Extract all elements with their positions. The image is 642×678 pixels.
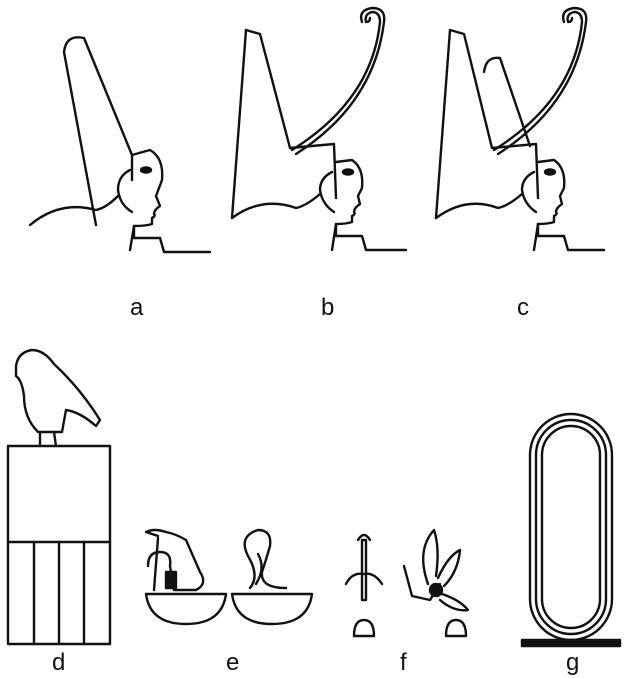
- cartouche-icon: [522, 414, 620, 646]
- label-b: b: [321, 296, 334, 320]
- label-e: e: [226, 651, 239, 675]
- label-c: c: [517, 296, 529, 320]
- red-crown-head-icon: [232, 8, 406, 250]
- label-d: d: [52, 651, 65, 675]
- double-crown-head-icon: [436, 8, 604, 250]
- white-crown-head-icon: [30, 37, 210, 252]
- sedge-and-bee-icon: [346, 530, 468, 636]
- horus-falcon-serekh-icon: [8, 350, 110, 644]
- label-g: g: [566, 651, 579, 675]
- label-f: f: [400, 651, 407, 675]
- nebty-vulture-cobra-icon: [146, 530, 312, 624]
- label-a: a: [130, 296, 143, 320]
